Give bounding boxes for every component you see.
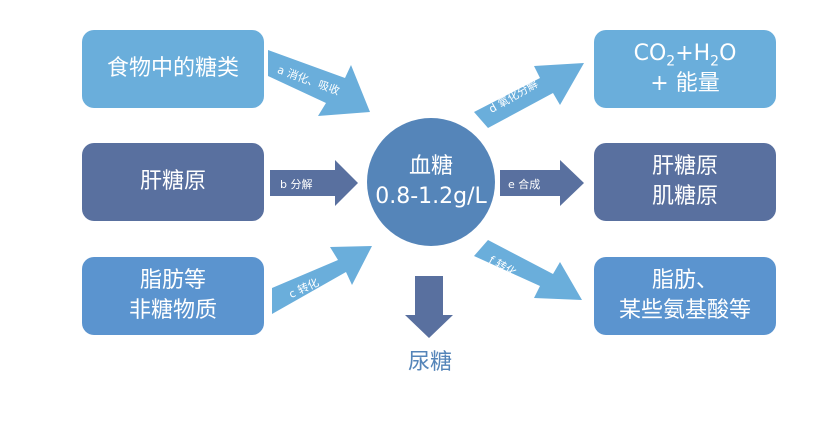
food-sugar-text: 食物中的糖类: [106, 56, 239, 81]
arrow-d: [474, 63, 584, 128]
box-fat-amino: 脂肪、 某些氨基酸等: [594, 257, 776, 335]
energy-formula: CO2+H2O: [634, 39, 737, 69]
fat-line2: 某些氨基酸等: [618, 298, 751, 323]
arrow-urine: [405, 276, 453, 338]
sub-2: 2: [666, 53, 676, 70]
blood-sugar-circle: 血糖 0.8-1.2g/L: [367, 118, 495, 246]
non-sugar-line1: 脂肪等: [139, 268, 206, 293]
glycogen-line2: 肌糖原: [651, 184, 718, 209]
label-e: e 合成: [508, 178, 541, 191]
arrow-a: [268, 50, 370, 116]
box-liver-glycogen: 肝糖原: [82, 143, 264, 221]
box-glycogen-output: 肝糖原 肌糖原: [594, 143, 776, 221]
label-b: b 分解: [280, 178, 313, 191]
arrow-b: [270, 160, 358, 206]
box-food-sugar: 食物中的糖类: [82, 30, 264, 108]
box-non-sugar: 脂肪等 非糖物质: [82, 257, 264, 335]
non-sugar-line2: 非糖物质: [128, 298, 217, 323]
arrow-f: [474, 240, 582, 300]
sub-2b: 2: [710, 53, 720, 70]
o-text: O: [719, 41, 737, 66]
energy-line2: + 能量: [650, 71, 720, 96]
glycogen-line1: 肝糖原: [651, 154, 718, 179]
box-energy: CO2+H2O + 能量: [594, 30, 776, 108]
plus-h-text: +H: [675, 41, 711, 66]
arrow-c: [272, 246, 372, 314]
co-text: CO: [633, 41, 667, 66]
arrow-e: [500, 160, 584, 206]
fat-line1: 脂肪、: [651, 268, 718, 293]
urine-sugar-label: 尿糖: [407, 350, 452, 375]
blood-sugar-title: 血糖: [408, 154, 453, 179]
blood-sugar-range: 0.8-1.2g/L: [375, 184, 487, 209]
liver-glycogen-text: 肝糖原: [139, 169, 206, 194]
